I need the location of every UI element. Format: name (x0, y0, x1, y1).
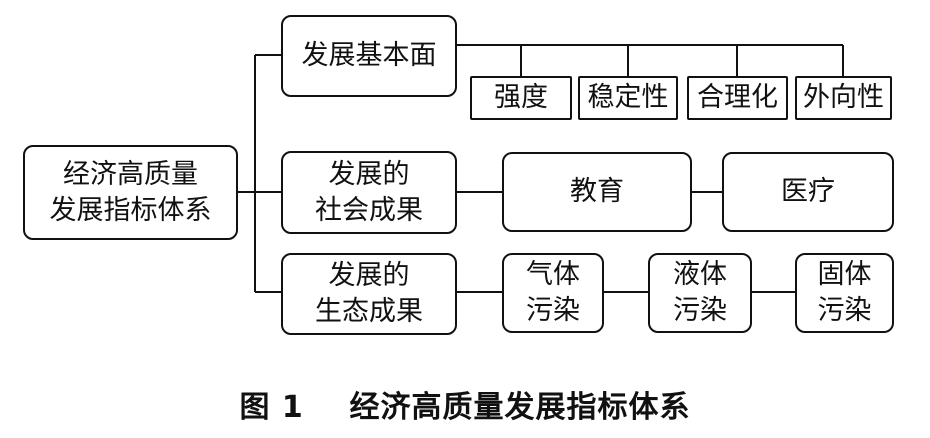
leaf-node-rationalization: 合理化 (687, 76, 788, 120)
branch-node-social-outcomes: 发展的 社会成果 (281, 151, 457, 234)
leaf-node-intensity: 强度 (470, 76, 572, 120)
leaf-node-stability: 稳定性 (578, 76, 678, 120)
leaf-node-healthcare: 医疗 (722, 152, 894, 232)
figure-number: 图 1 (239, 390, 304, 425)
branch-node-development-basics: 发展基本面 (281, 15, 457, 97)
leaf-node-outward-orientation: 外向性 (795, 76, 892, 120)
leaf-node-solid-pollution: 固体 污染 (795, 253, 894, 333)
root-node: 经济高质量 发展指标体系 (23, 145, 238, 240)
branch-node-ecological-outcomes: 发展的 生态成果 (281, 253, 457, 335)
leaf-node-education: 教育 (502, 152, 692, 232)
figure-caption: 图 1 经济高质量发展指标体系 (0, 382, 930, 426)
caption-spacer (304, 390, 350, 425)
figure-title: 经济高质量发展指标体系 (349, 390, 691, 425)
leaf-node-liquid-pollution: 液体 污染 (648, 253, 752, 333)
leaf-node-gas-pollution: 气体 污染 (502, 253, 604, 333)
